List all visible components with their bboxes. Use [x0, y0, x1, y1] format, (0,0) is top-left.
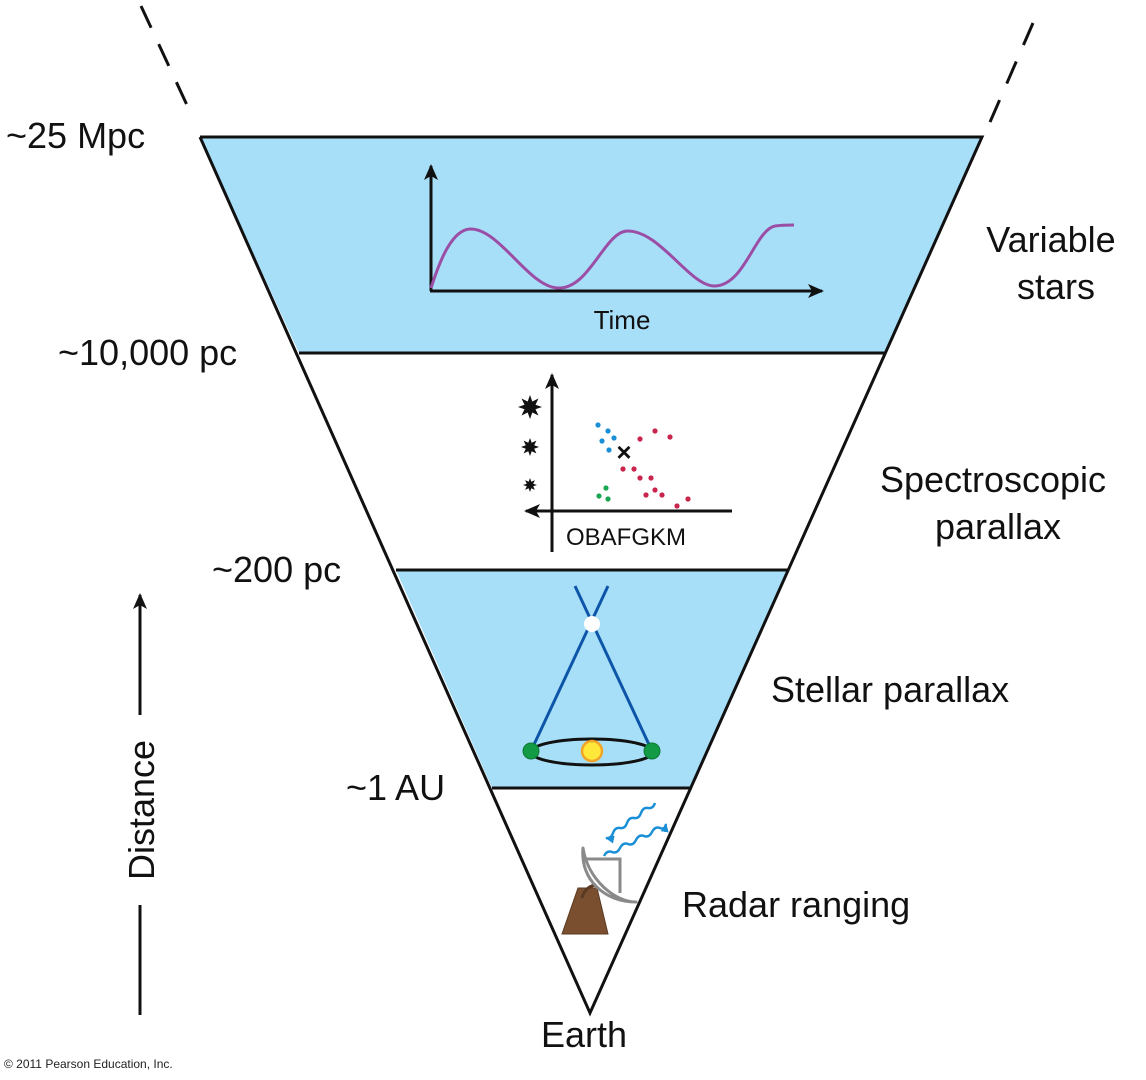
hr-star-dot — [685, 496, 691, 502]
hr-star-dot — [599, 438, 605, 444]
hr-star-dot — [611, 435, 617, 441]
hr-star-dot — [620, 466, 626, 472]
light-curve — [429, 223, 795, 290]
hr-star-dot — [667, 434, 673, 440]
dashed-extension-left — [139, 5, 195, 119]
hr-star-dot — [652, 428, 658, 434]
distance-label-200pc: ~200 pc — [212, 549, 341, 590]
band-stellar-parallax — [396, 570, 789, 788]
distance-axis: Distance — [121, 593, 162, 1015]
sightline-left — [529, 585, 610, 752]
radar-feed-frame — [585, 857, 622, 893]
hr-star-dot — [652, 487, 658, 493]
radar-wave-return — [605, 802, 657, 844]
time-axis-label: Time — [594, 305, 651, 335]
hr-star-dot — [605, 428, 611, 434]
nearby-star — [584, 616, 600, 632]
method-label-stellar-parallax: Stellar parallax — [771, 669, 1009, 710]
large-star-icon — [518, 395, 542, 419]
hr-star-dot — [595, 422, 601, 428]
method-label-spectroscopic-parallax: Spectroscopic parallax — [880, 459, 1116, 547]
hr-star-dot — [631, 466, 637, 472]
hr-star-dot — [637, 436, 643, 442]
dashed-extension-right — [982, 22, 1035, 137]
copyright-notice: © 2011 Pearson Education, Inc. — [4, 1057, 173, 1071]
sightline-right — [573, 585, 654, 752]
hr-star-dot — [648, 475, 654, 481]
sun-icon — [580, 739, 604, 763]
hr-star-dot — [605, 496, 611, 502]
band-variable-stars — [200, 137, 982, 353]
hr-star-dot — [674, 503, 680, 509]
method-label-variable-stars: Variable stars — [986, 219, 1125, 307]
variable-star-plot: Time — [424, 164, 824, 335]
radar-dish-illustration — [561, 802, 669, 935]
radar-dish-icon — [581, 846, 638, 904]
hr-star-dot — [637, 475, 643, 481]
earth-label: Earth — [541, 1014, 627, 1055]
hr-star-dot — [659, 492, 665, 498]
ladder-outline — [198, 135, 985, 1017]
sun-marker-x: × — [616, 437, 631, 467]
hr-star-dot — [643, 492, 649, 498]
small-star-icon — [523, 478, 537, 492]
earth-position-right — [643, 742, 661, 760]
radar-wave-outgoing — [602, 823, 669, 857]
earth-position-left — [522, 742, 540, 760]
method-label-radar-ranging: Radar ranging — [682, 884, 910, 925]
distance-label-1au: ~1 AU — [346, 767, 445, 808]
distance-label-25mpc: ~25 Mpc — [6, 115, 145, 156]
spectral-class-label: OBAFGKM — [566, 524, 686, 551]
stellar-parallax-illustration — [522, 585, 661, 767]
hr-star-dot — [596, 493, 602, 499]
hr-star-dot — [606, 447, 612, 453]
medium-star-icon — [521, 438, 539, 456]
hr-star-dot — [603, 485, 609, 491]
hr-diagram: OBAFGKM × — [518, 373, 732, 552]
distance-label-10000pc: ~10,000 pc — [58, 332, 237, 373]
band-spectroscopic-parallax — [299, 353, 886, 570]
distance-axis-label: Distance — [121, 740, 162, 880]
